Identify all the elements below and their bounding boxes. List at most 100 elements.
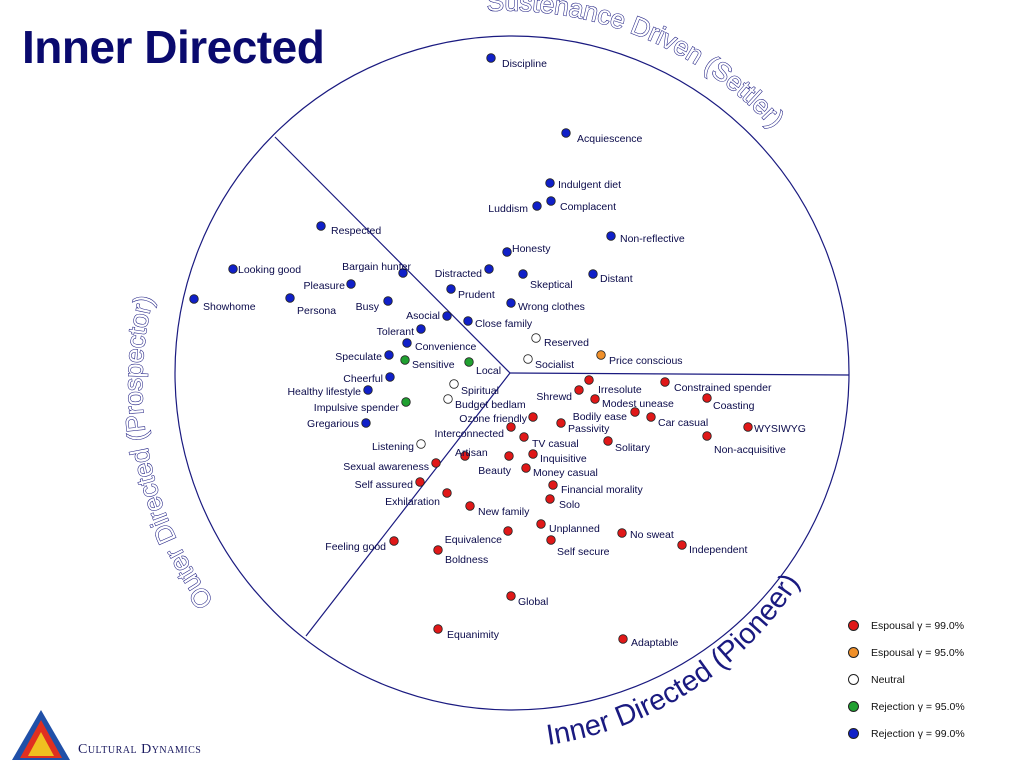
map-point-dot [431,458,441,468]
legend-dot [848,620,859,631]
map-point-label: Solo [559,499,580,511]
map-point-label: Boldness [445,554,488,566]
map-point-dot [590,394,600,404]
map-point-dot [228,264,238,274]
brand-name: Cultural Dynamics [78,742,202,757]
map-point-dot [596,350,606,360]
map-point-dot [561,128,571,138]
map-point-label: Unplanned [549,523,600,535]
divider-line-left [274,136,511,374]
map-point: Independent [677,540,747,556]
map-point: Non-reflective [606,231,685,245]
map-point-label: Independent [689,544,747,556]
map-point: Modest unease [590,394,674,410]
map-point-dot [556,418,566,428]
map-point: Showhome [189,294,256,313]
map-point: Luddism [488,201,542,215]
legend-item: Rejection γ = 99.0% [848,720,965,747]
map-point-label: Distracted [435,268,482,280]
brand: Cultural Dynamics [10,708,201,762]
map-point: Spiritual [449,379,499,397]
map-point-dot [416,439,426,449]
divider-line-bottom [305,372,511,637]
map-point-dot [548,480,558,490]
map-point: Pleasure [304,279,356,292]
map-point-dot [523,354,533,364]
map-point-label: New family [478,506,530,518]
map-point-label: Luddism [488,203,528,215]
map-point-label: Sexual awareness [343,461,429,473]
map-point: Asocial [406,310,452,322]
map-point-dot [506,422,516,432]
map-point-dot [465,501,475,511]
map-point-label: Sensitive [412,359,455,371]
map-point-dot [677,540,687,550]
map-point-label: Adaptable [631,637,678,649]
map-point-label: Skeptical [530,279,573,291]
map-point-label: Reserved [544,337,589,349]
map-point-dot [484,264,494,274]
map-point: Ozone friendly [459,412,538,425]
map-point: Constrained spender [660,377,772,394]
map-point: Artisan [455,447,488,461]
legend-item: Espousal γ = 95.0% [848,639,965,666]
legend-label: Espousal γ = 99.0% [871,619,965,632]
map-point-dot [574,385,584,395]
map-point: Money casual [521,463,598,479]
map-point: Convenience [402,338,476,353]
segment-label-pioneer-text: Inner Directed (Pioneer) [544,568,806,752]
map-point-label: Gregarious [307,418,359,430]
map-point-label: Beauty [478,465,511,477]
legend-dot [848,647,859,658]
map-point-dot [503,526,513,536]
legend-dot [848,728,859,739]
map-point: Healthy lifestyle [287,385,373,398]
map-point-dot [546,196,556,206]
map-point-dot [618,634,628,644]
map-point-dot [531,333,541,343]
map-point-label: Shrewd [536,391,572,403]
map-point: Equivalence [445,526,513,546]
map-point: Bargain hunter [342,261,411,278]
map-point-label: Modest unease [602,398,674,410]
map-point-label: Pleasure [304,280,346,292]
map-point: Busy [356,296,393,313]
map-point-dot [433,545,443,555]
map-point: Solo [545,494,580,511]
map-point-dot [401,397,411,407]
map-point: Looking good [228,264,301,276]
map-point-dot [502,247,512,257]
map-point-label: Feeling good [325,541,386,553]
map-point-label: Socialist [535,359,574,371]
map-point-dot [346,279,356,289]
slide-title: Inner Directed [22,21,325,73]
map-point: Price conscious [596,350,683,367]
legend-label: Neutral [871,673,905,686]
map-point-dot [646,412,656,422]
map-point-dot [528,449,538,459]
map-point-label: Non-acquisitive [714,444,786,456]
legend-label: Espousal γ = 95.0% [871,646,965,659]
map-point-dot [443,394,453,404]
map-point-dot [363,385,373,395]
map-point-dot [442,488,452,498]
map-point-label: No sweat [630,529,674,541]
map-point-label: Equivalence [445,534,502,546]
map-point-label: Irresolute [598,384,642,396]
map-point-label: Coasting [713,400,755,412]
map-point: Car casual [646,412,708,429]
map-point: Shrewd [536,385,584,403]
map-point: Impulsive spender [314,397,411,414]
map-point-label: Wrong clothes [518,301,585,313]
map-point-dot [588,269,598,279]
map-point-label: Distant [600,273,633,285]
map-point: Adaptable [618,634,678,649]
map-point: Honesty [502,243,551,257]
legend-item: Espousal γ = 99.0% [848,612,965,639]
map-point-label: Convenience [415,341,476,353]
map-point-label: Ozone friendly [459,413,527,425]
map-point-label: Prudent [458,289,495,301]
map-point: Wrong clothes [506,298,585,313]
map-point-dot [545,178,555,188]
